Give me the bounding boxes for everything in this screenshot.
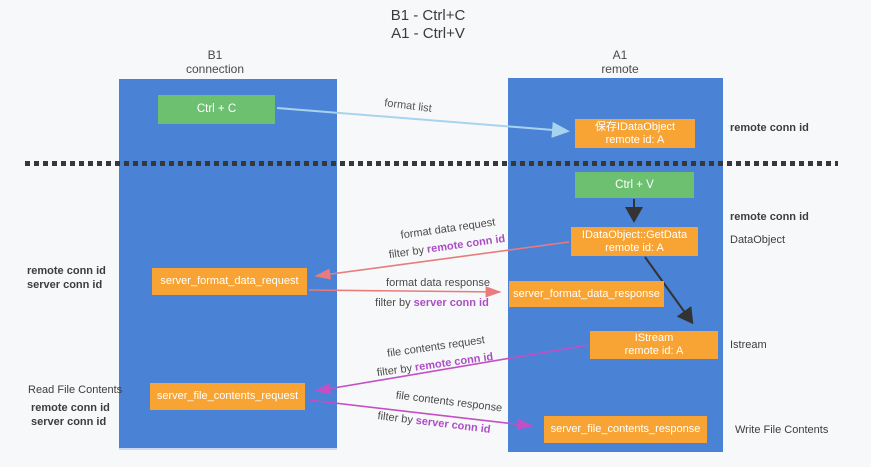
write-file-contents-label: Write File Contents (735, 424, 829, 436)
getdata-line2: remote id: A (605, 241, 664, 254)
server-file-contents-response-node: server_file_contents_response (544, 416, 707, 443)
server-file-contents-response-label: server_file_contents_response (550, 423, 701, 435)
right-column-name: A1 (612, 48, 628, 62)
ctrl-c-label: Ctrl + C (196, 103, 237, 115)
left-column-name: B1 (207, 48, 223, 62)
getdata-line1: IDataObject::GetData (581, 228, 688, 241)
server-format-data-request-node: server_format_data_request (152, 268, 307, 295)
left-column-subtitle: connection (185, 62, 245, 76)
left-remote-conn-id-bottom-label: remote conn id (31, 402, 110, 414)
title-line-1: B1 - Ctrl+C (390, 7, 466, 24)
title-line-2: A1 - Ctrl+V (391, 25, 465, 42)
server-file-contents-request-node: server_file_contents_request (150, 383, 305, 410)
format-data-response-arrow (308, 286, 502, 298)
istream-line2: remote id: A (624, 345, 684, 357)
format-data-response-label: format data response (386, 277, 490, 289)
dataobject-label: DataObject (730, 234, 786, 246)
save-dataobject-node: 保存IDataObject remote id: A (575, 119, 695, 148)
filter-by-text: filter by (388, 244, 425, 262)
server-format-data-response-label: server_format_data_response (513, 287, 660, 300)
ctrl-v-label: Ctrl + V (615, 178, 654, 191)
getdata-node: IDataObject::GetData remote id: A (571, 227, 698, 256)
right-column-header: A1 remote (550, 48, 690, 76)
diagram-title: B1 - Ctrl+C A1 - Ctrl+V (338, 7, 518, 43)
file-contents-response-label: file contents response (395, 389, 503, 415)
server-conn-id-text: server conn id (413, 297, 489, 309)
ctrl-v-node: Ctrl + V (575, 172, 694, 198)
left-server-conn-id-bottom-label: server conn id (31, 416, 107, 428)
server-format-data-response-node: server_format_data_response (509, 281, 664, 307)
left-column-header: B1 connection (145, 48, 285, 76)
ctrl-c-node: Ctrl + C (158, 95, 275, 124)
server-format-data-request-label: server_format_data_request (160, 275, 299, 287)
istream-line1: IStream (634, 332, 674, 344)
copy-paste-divider-line (25, 161, 838, 166)
server-file-contents-request-label: server_file_contents_request (156, 390, 299, 402)
read-file-contents-label: Read File Contents (28, 384, 123, 396)
filter-by-text: filter by (376, 410, 414, 427)
filter-by-text: filter by (375, 297, 411, 309)
left-server-conn-id-top-label: server conn id (27, 279, 103, 291)
right-remote-conn-id-mid-label: remote conn id (730, 211, 809, 223)
save-dataobject-line2: remote id: A (605, 133, 665, 146)
left-remote-conn-id-top-label: remote conn id (27, 265, 106, 277)
istream-node: IStream remote id: A (590, 331, 718, 359)
save-dataobject-line1: 保存IDataObject (594, 120, 676, 133)
right-column-subtitle: remote (601, 62, 639, 76)
istream-side-label: Istream (730, 339, 767, 351)
server-conn-id-text: server conn id (415, 414, 492, 436)
format-list-label: format list (383, 97, 433, 115)
filter-by-text: filter by (376, 362, 413, 380)
right-remote-conn-id-top-label: remote conn id (730, 122, 809, 134)
